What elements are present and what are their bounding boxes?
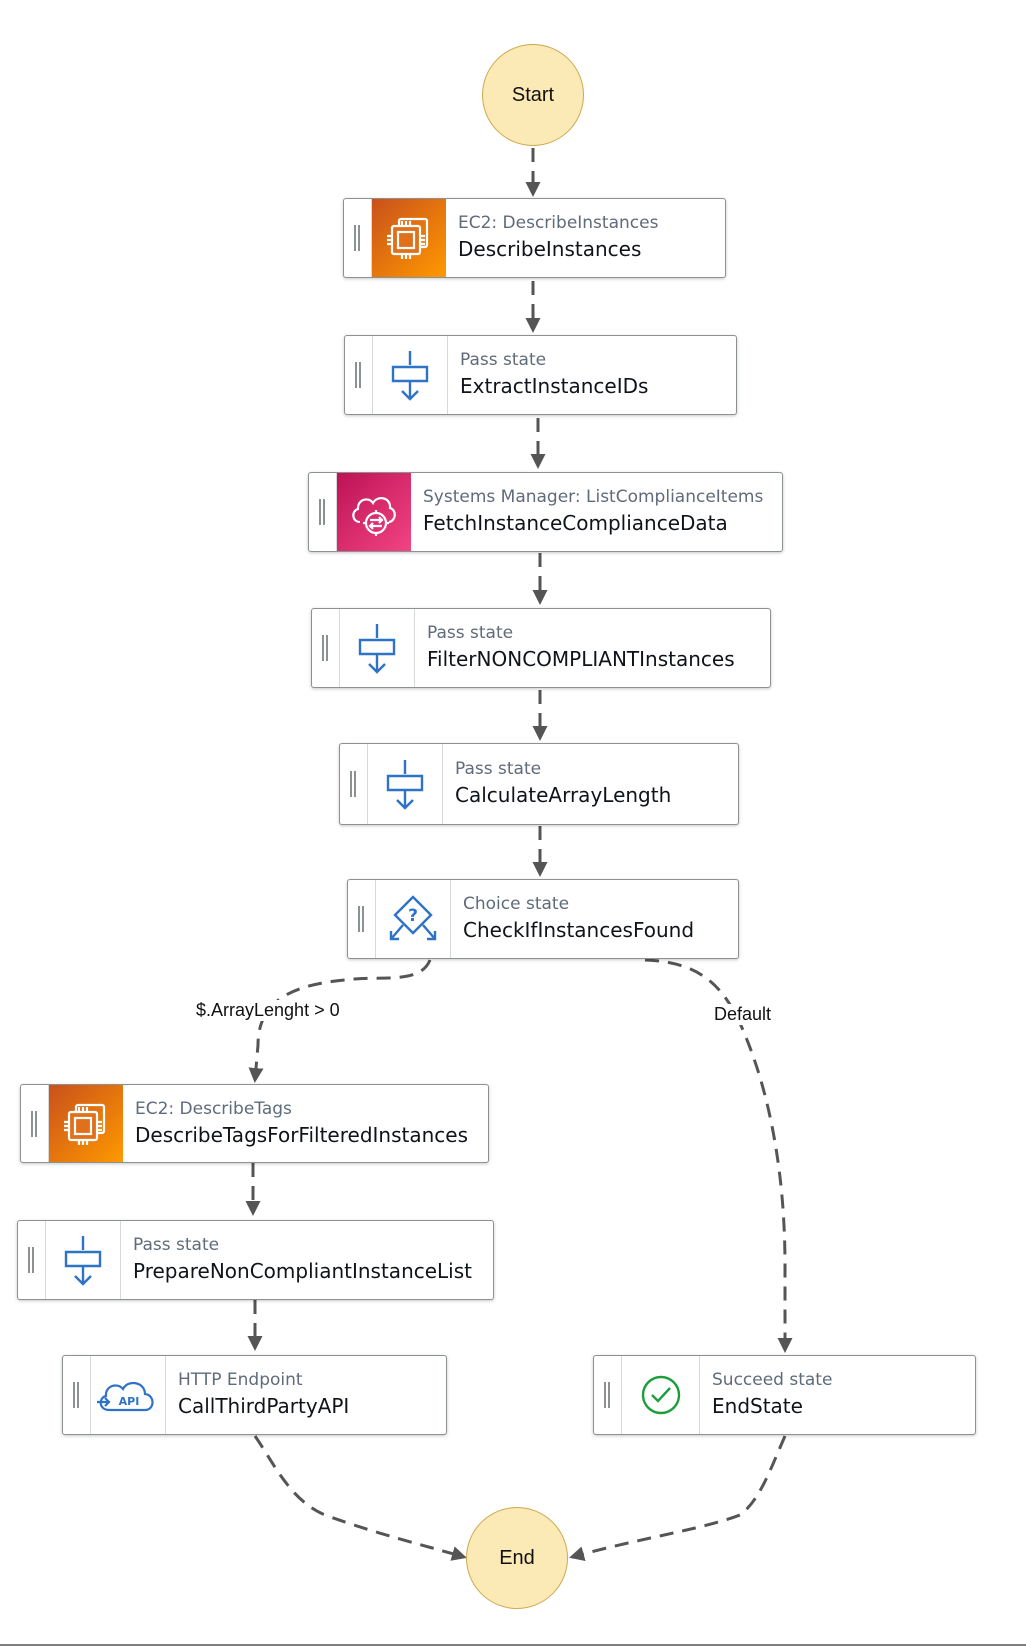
drag-handle[interactable]: [344, 199, 372, 277]
end-label: End: [499, 1546, 535, 1569]
state-name: CallThirdPartyAPI: [178, 1394, 350, 1418]
state-prepare-noncompliant-instance-list[interactable]: Pass state PrepareNonCompliantInstanceLi…: [17, 1220, 494, 1300]
state-type: Pass state: [460, 350, 547, 370]
drag-handle[interactable]: [63, 1356, 91, 1434]
state-type: HTTP Endpoint: [178, 1370, 303, 1390]
drag-handle[interactable]: [21, 1085, 49, 1162]
choice-state-icon: ?: [376, 880, 451, 958]
state-name: PrepareNonCompliantInstanceList: [133, 1259, 473, 1283]
edge-label-array-length-condition: $.ArrayLenght > 0: [196, 1000, 340, 1021]
edge-label-default: Default: [714, 1004, 772, 1025]
http-endpoint-api-icon: API: [91, 1356, 166, 1434]
state-calculate-array-length[interactable]: Pass state CalculateArrayLength: [339, 743, 739, 825]
state-describe-tags-for-filtered-instances[interactable]: EC2: DescribeTags DescribeTagsForFiltere…: [20, 1084, 489, 1163]
state-extract-instance-ids[interactable]: Pass state ExtractInstanceIDs: [344, 335, 737, 415]
drag-handle[interactable]: [340, 744, 368, 824]
pass-state-icon: [46, 1221, 121, 1299]
start-label: Start: [511, 83, 555, 106]
state-type: Choice state: [463, 894, 570, 914]
svg-text:API: API: [119, 1395, 140, 1408]
ec2-icon: [49, 1085, 123, 1162]
state-filter-noncompliant-instances[interactable]: Pass state FilterNONCOMPLIANTInstances: [311, 608, 771, 688]
drag-handle[interactable]: [312, 609, 340, 687]
drag-handle[interactable]: [18, 1221, 46, 1299]
state-end-state[interactable]: Succeed state EndState: [593, 1355, 976, 1435]
drag-handle[interactable]: [345, 336, 373, 414]
end-node[interactable]: End: [466, 1507, 568, 1609]
state-type: Pass state: [133, 1235, 220, 1255]
drag-handle[interactable]: [309, 473, 337, 551]
svg-text:?: ?: [408, 906, 418, 926]
edge-callapi-to-end: [253, 1435, 467, 1561]
drag-handle[interactable]: [348, 880, 376, 958]
state-type: EC2: DescribeInstances: [458, 213, 659, 233]
state-fetch-instance-compliance-data[interactable]: Systems Manager: ListComplianceItems Fet…: [308, 472, 783, 552]
bottom-divider: [0, 1644, 1026, 1646]
state-name: CalculateArrayLength: [455, 783, 672, 807]
state-name: DescribeTagsForFilteredInstances: [135, 1122, 469, 1147]
state-type: Succeed state: [712, 1370, 833, 1390]
state-call-third-party-api[interactable]: API HTTP Endpoint CallThirdPartyAPI: [62, 1355, 447, 1435]
state-type: Systems Manager: ListComplianceItems: [423, 487, 764, 507]
state-type: Pass state: [427, 623, 514, 643]
state-check-if-instances-found[interactable]: ? Choice state CheckIfInstancesFound: [347, 879, 739, 959]
state-describe-instances[interactable]: EC2: DescribeInstances DescribeInstances: [343, 198, 726, 278]
state-name: FetchInstanceComplianceData: [423, 511, 728, 535]
pass-state-icon: [368, 744, 443, 824]
ec2-icon: [372, 199, 446, 277]
systems-manager-icon: [337, 473, 411, 551]
edge-endstate-to-end: [569, 1435, 787, 1561]
state-type: Pass state: [455, 759, 542, 779]
state-type: EC2: DescribeTags: [135, 1098, 292, 1119]
succeed-check-icon: [622, 1356, 700, 1434]
pass-state-icon: [340, 609, 415, 687]
state-name: CheckIfInstancesFound: [463, 918, 695, 942]
state-name: ExtractInstanceIDs: [460, 374, 649, 398]
state-name: EndState: [712, 1394, 803, 1418]
edge-checkfound-to-endstate: [644, 958, 793, 1353]
pass-state-icon: [373, 336, 448, 414]
state-name: DescribeInstances: [458, 237, 642, 261]
start-node[interactable]: Start: [482, 44, 584, 146]
state-name: FilterNONCOMPLIANTInstances: [427, 647, 735, 671]
drag-handle[interactable]: [594, 1356, 622, 1434]
